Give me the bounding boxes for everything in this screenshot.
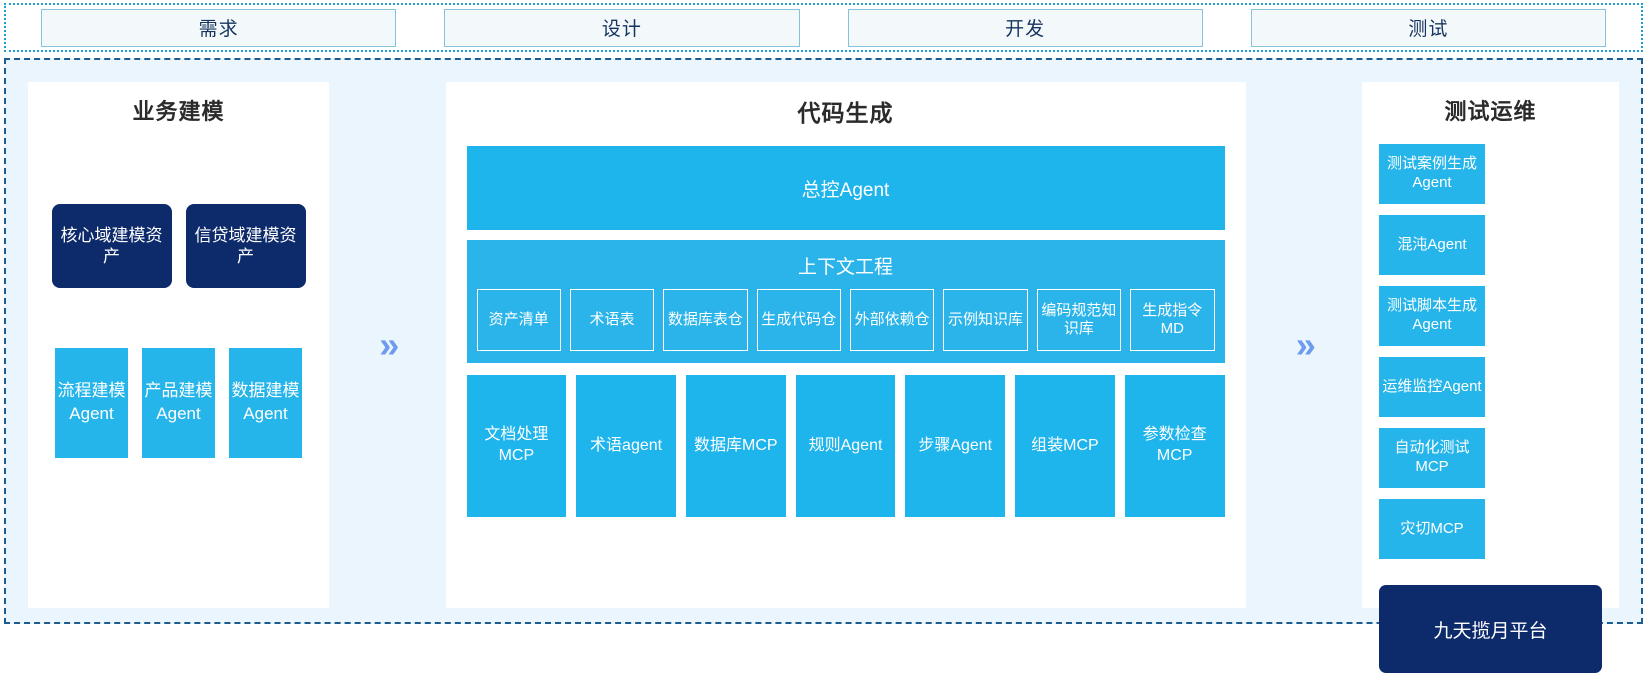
testing-card-chaos-agent[interactable]: 混沌Agent [1379, 215, 1485, 275]
context-item-label: 示例知识库 [948, 311, 1024, 328]
stage-box-development[interactable]: 开发 [847, 8, 1203, 47]
double-chevron-right-icon: » [1295, 324, 1316, 365]
agent-card-process-modeling[interactable]: 流程建模Agent [55, 348, 128, 458]
asset-card-core-domain[interactable]: 核心域建模资产 [51, 204, 172, 288]
stage-label: 测试 [1408, 19, 1449, 40]
testing-card-label: 测试脚本生成Agent [1386, 297, 1477, 333]
testing-operations-content: 测试案例生成Agent 混沌Agent 测试脚本生成Agent 运维监控Agen… [1362, 132, 1619, 683]
stage-box-requirements[interactable]: 需求 [41, 8, 397, 47]
tool-card-label: 步骤Agent [918, 436, 993, 454]
tool-card-database-mcp[interactable]: 数据库MCP [685, 375, 786, 517]
panel-business-modeling: 业务建模 核心域建模资产 信贷域建模资产 流程建模Agent 产品建模Agen [28, 82, 329, 608]
tool-card-step-agent[interactable]: 步骤Agent [905, 375, 1006, 517]
agent-card-label: 数据建模Agent [231, 381, 300, 423]
testing-card-disaster-switch-mcp[interactable]: 灾切MCP [1379, 499, 1485, 559]
master-control-agent-banner[interactable]: 总控Agent [466, 146, 1225, 230]
testing-card-label: 自动化测试MCP [1394, 439, 1470, 475]
main-area: 业务建模 核心域建模资产 信贷域建模资产 流程建模Agent 产品建模Agen [4, 58, 1643, 673]
master-control-agent-label: 总控Agent [801, 179, 890, 201]
tool-card-rule-agent[interactable]: 规则Agent [795, 375, 896, 517]
panel-testing-operations: 测试运维 测试案例生成Agent 混沌Agent 测试脚本生成Agent 运维监… [1362, 82, 1619, 673]
tool-card-assembly-mcp[interactable]: 组装MCP [1015, 375, 1115, 517]
context-item-external-dependency-repo[interactable]: 外部依赖仓 [850, 289, 935, 351]
context-engineering-block: 上下文工程 资产清单 术语表 数据库表仓 生成代码仓 [466, 240, 1225, 363]
context-item-label: 数据库表仓 [667, 311, 743, 328]
tool-card-row: 文档处理MCP 术语agent 数据库MCP 规则Agent 步骤Agent [466, 375, 1225, 517]
asset-card-row: 核心域建模资产 信贷域建模资产 [50, 204, 307, 288]
context-item-coding-standard-knowledge-base[interactable]: 编码规范知识库 [1036, 289, 1122, 351]
asset-card-label: 核心域建模资产 [60, 225, 163, 266]
panel-title-business-modeling: 业务建模 [132, 99, 225, 124]
testing-card-label: 测试案例生成Agent [1386, 155, 1477, 191]
panel-title-code-generation: 代码生成 [797, 100, 894, 126]
context-engineering-title: 上下文工程 [797, 257, 893, 278]
flow-arrow-right: » [1246, 82, 1363, 608]
testing-card-test-script-generation-agent[interactable]: 测试脚本生成Agent [1379, 286, 1485, 346]
modeling-agent-row: 流程建模Agent 产品建模Agent 数据建模Agent [50, 348, 307, 458]
context-item-label: 生成指令MD [1142, 302, 1203, 337]
testing-card-ops-monitoring-agent[interactable]: 运维监控Agent [1379, 357, 1485, 417]
context-item-generation-instruction-md[interactable]: 生成指令MD [1130, 289, 1215, 351]
tool-card-glossary-agent[interactable]: 术语agent [576, 375, 676, 517]
testing-card-grid: 测试案例生成Agent 混沌Agent 测试脚本生成Agent 运维监控Agen… [1379, 144, 1602, 559]
testing-card-test-case-generation-agent[interactable]: 测试案例生成Agent [1379, 144, 1485, 204]
agent-card-product-modeling[interactable]: 产品建模Agent [142, 348, 215, 458]
context-item-example-knowledge-base[interactable]: 示例知识库 [943, 289, 1028, 351]
tool-card-label: 术语agent [590, 436, 663, 454]
testing-card-label: 混沌Agent [1397, 235, 1467, 253]
panel-title-testing-operations: 测试运维 [1444, 99, 1537, 124]
asset-card-credit-domain[interactable]: 信贷域建模资产 [185, 204, 306, 288]
stage-box-design[interactable]: 设计 [444, 8, 800, 47]
stage-box-testing[interactable]: 测试 [1250, 8, 1606, 47]
platform-card-label: 九天揽月平台 [1433, 620, 1548, 642]
tool-card-label: 文档处理MCP [484, 426, 549, 464]
stage-label: 需求 [198, 19, 239, 40]
code-generation-content: 总控Agent 上下文工程 资产清单 术语表 数据库表仓 [446, 134, 1246, 527]
agent-card-label: 产品建模Agent [144, 381, 213, 423]
tool-card-label: 规则Agent [808, 436, 883, 454]
tool-card-label: 数据库MCP [694, 436, 778, 454]
tool-card-document-processing-mcp[interactable]: 文档处理MCP [466, 375, 567, 517]
testing-card-label: 运维监控Agent [1382, 377, 1482, 395]
context-item-row: 资产清单 术语表 数据库表仓 生成代码仓 外部依赖仓 [476, 289, 1215, 351]
flow-arrow-left: » [329, 82, 446, 608]
tool-card-parameter-check-mcp[interactable]: 参数检查MCP [1124, 375, 1225, 517]
diagram-canvas: 需求 设计 开发 测试 业务建模 核心域建模资产 信贷域建模资产 [4, 3, 1643, 673]
testing-card-automated-testing-mcp[interactable]: 自动化测试MCP [1379, 428, 1485, 488]
context-item-generated-code-repo[interactable]: 生成代码仓 [756, 289, 841, 351]
stage-label: 开发 [1005, 19, 1046, 40]
panel-code-generation: 代码生成 总控Agent 上下文工程 资产清单 术语表 [445, 82, 1246, 608]
agent-card-label: 流程建模Agent [57, 381, 126, 423]
double-chevron-right-icon: » [379, 324, 399, 365]
context-item-label: 编码规范知识库 [1041, 302, 1117, 337]
asset-card-label: 信贷域建模资产 [194, 225, 297, 266]
stage-strip: 需求 设计 开发 测试 [4, 3, 1643, 52]
context-item-label: 资产清单 [488, 311, 549, 328]
context-item-asset-list[interactable]: 资产清单 [476, 289, 561, 351]
context-item-label: 生成代码仓 [761, 311, 837, 328]
testing-card-label: 灾切MCP [1400, 519, 1464, 537]
context-item-label: 术语表 [589, 311, 635, 328]
context-item-glossary[interactable]: 术语表 [569, 289, 655, 351]
tool-card-label: 参数检查MCP [1142, 426, 1207, 464]
business-modeling-content: 核心域建模资产 信贷域建模资产 流程建模Agent 产品建模Agent 数据建模… [28, 132, 329, 608]
context-item-label: 外部依赖仓 [854, 311, 930, 328]
context-item-db-table-repo[interactable]: 数据库表仓 [663, 289, 748, 351]
platform-card-jiutian-lanyue[interactable]: 九天揽月平台 [1379, 585, 1602, 673]
tool-card-label: 组装MCP [1031, 436, 1099, 454]
agent-card-data-modeling[interactable]: 数据建模Agent [229, 348, 302, 458]
stage-label: 设计 [601, 19, 642, 40]
